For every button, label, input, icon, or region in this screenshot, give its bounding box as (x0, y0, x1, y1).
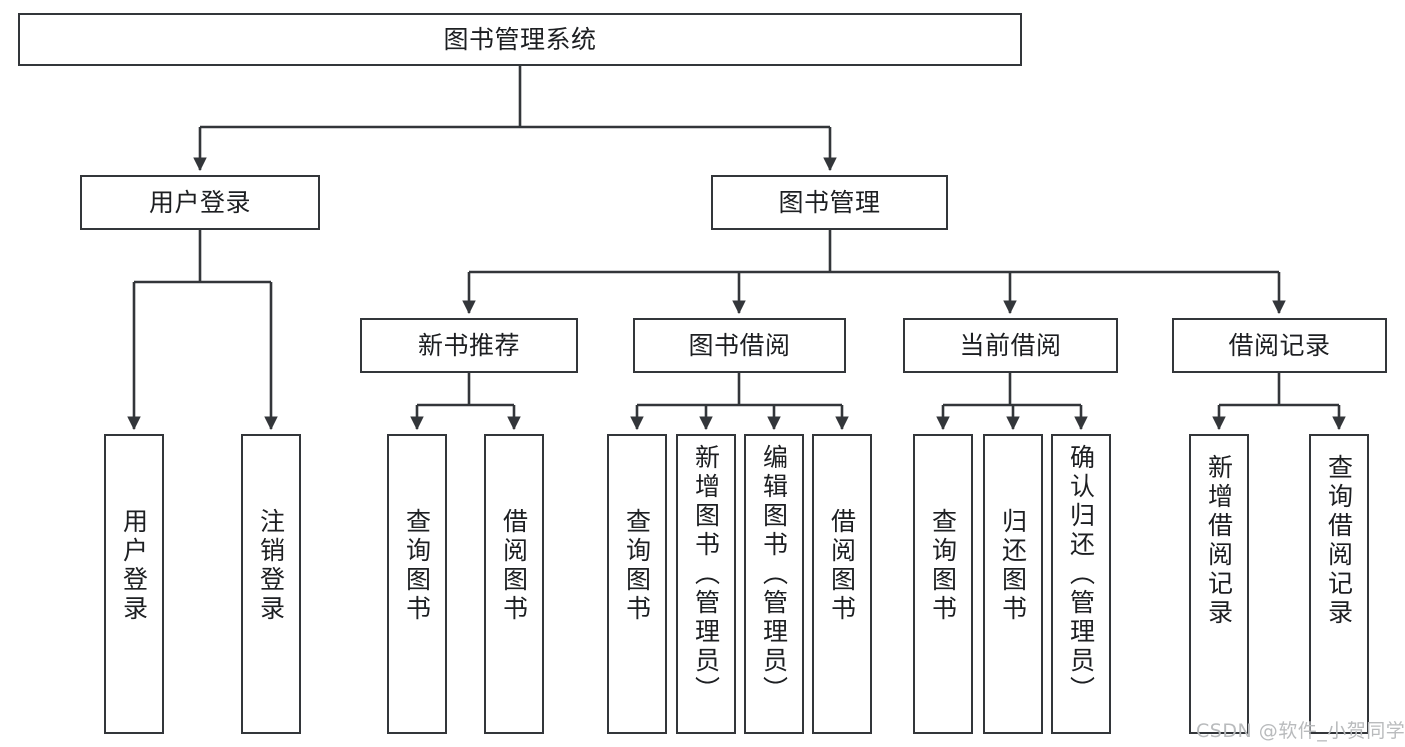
node-leaf-borrow-book-2[interactable]: 借阅图书 (812, 434, 872, 734)
node-leaf-edit-book-label: 编辑图书（管理员） (759, 444, 789, 705)
node-leaf-user-login-label: 用户登录 (119, 508, 149, 624)
node-leaf-query-record[interactable]: 查询借阅记录 (1309, 434, 1369, 734)
node-leaf-query-book-2-label: 查询图书 (622, 508, 652, 624)
node-root[interactable]: 图书管理系统 (18, 13, 1022, 66)
node-current-borrow-label: 当前借阅 (959, 330, 1062, 360)
node-user-login-label: 用户登录 (148, 187, 251, 217)
node-leaf-query-book-3[interactable]: 查询图书 (913, 434, 973, 734)
node-leaf-borrow-book-2-label: 借阅图书 (827, 508, 857, 624)
node-leaf-query-book-3-label: 查询图书 (928, 508, 958, 624)
node-leaf-user-login[interactable]: 用户登录 (104, 434, 164, 734)
csdn-watermark: CSDN @软件_小贺同学 (1196, 720, 1405, 742)
node-leaf-add-record[interactable]: 新增借阅记录 (1189, 434, 1249, 734)
node-book-borrow-label: 图书借阅 (688, 330, 791, 360)
node-leaf-query-book-1[interactable]: 查询图书 (387, 434, 447, 734)
node-root-label: 图书管理系统 (443, 24, 597, 54)
node-current-borrow[interactable]: 当前借阅 (903, 318, 1118, 373)
node-leaf-return-book-label: 归还图书 (998, 508, 1028, 624)
node-leaf-edit-book[interactable]: 编辑图书（管理员） (744, 434, 804, 734)
node-user-login[interactable]: 用户登录 (80, 175, 320, 230)
node-leaf-confirm-return-label: 确认归还（管理员） (1066, 444, 1096, 705)
node-leaf-return-book[interactable]: 归还图书 (983, 434, 1043, 734)
node-leaf-add-book-label: 新增图书（管理员） (691, 444, 721, 705)
node-book-manage-label: 图书管理 (778, 187, 881, 217)
node-leaf-user-logout[interactable]: 注销登录 (241, 434, 301, 734)
node-borrow-record-label: 借阅记录 (1228, 330, 1331, 360)
node-leaf-add-record-label: 新增借阅记录 (1204, 454, 1234, 628)
node-leaf-query-book-2[interactable]: 查询图书 (607, 434, 667, 734)
node-leaf-borrow-book-1[interactable]: 借阅图书 (484, 434, 544, 734)
node-book-manage[interactable]: 图书管理 (711, 175, 948, 230)
node-leaf-add-book[interactable]: 新增图书（管理员） (676, 434, 736, 734)
node-new-book-recommend-label: 新书推荐 (417, 330, 520, 360)
node-leaf-confirm-return[interactable]: 确认归还（管理员） (1051, 434, 1111, 734)
node-new-book-recommend[interactable]: 新书推荐 (360, 318, 578, 373)
node-leaf-query-record-label: 查询借阅记录 (1324, 454, 1354, 628)
node-leaf-borrow-book-1-label: 借阅图书 (499, 508, 529, 624)
node-leaf-user-logout-label: 注销登录 (256, 508, 286, 624)
node-book-borrow[interactable]: 图书借阅 (633, 318, 846, 373)
node-borrow-record[interactable]: 借阅记录 (1172, 318, 1387, 373)
node-leaf-query-book-1-label: 查询图书 (402, 508, 432, 624)
